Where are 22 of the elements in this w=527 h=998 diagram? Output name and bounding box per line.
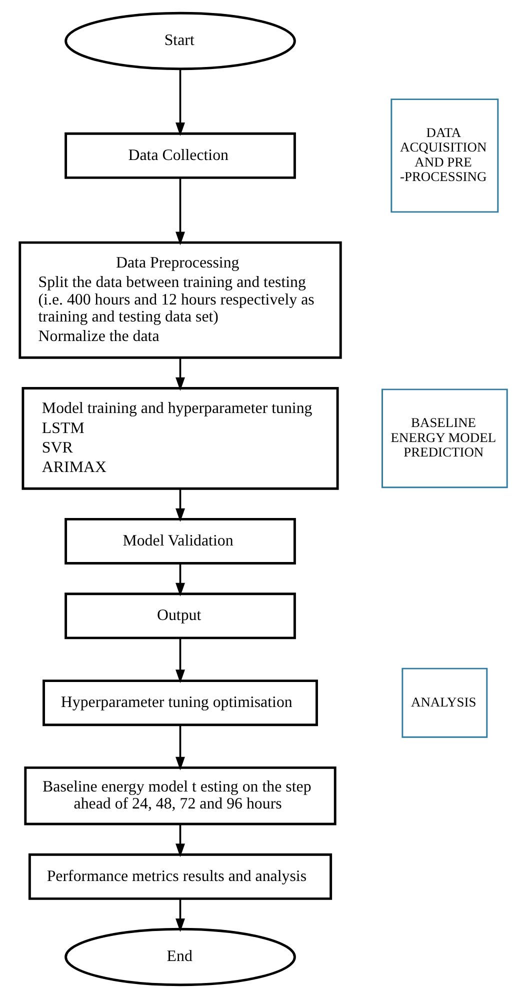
- arrow: [176, 638, 185, 684]
- node-ellipse: End: [64, 928, 296, 986]
- node-box: BASELINE ENERGY MODEL PREDICTION: [382, 388, 508, 488]
- arrow: [176, 68, 185, 136]
- node-box: Performance metrics results and analysis: [28, 853, 332, 900]
- arrow: [176, 824, 185, 858]
- arrow: [176, 488, 185, 522]
- node-box: Data Collection: [64, 132, 296, 179]
- node-box: Baseline energy model t esting on the step ahead of 24, 48, 72 and 96 hours: [24, 766, 336, 826]
- node-box: Model Validation: [64, 518, 296, 564]
- node-box: ANALYSIS: [402, 668, 488, 738]
- arrow: [176, 563, 185, 596]
- node-box: Data Preprocessing Split the data between training and testing (i.e. 400 hours and 12 hours respectively as training and testing data set) Normalize the data: [18, 241, 342, 359]
- node-box: Output: [64, 592, 296, 640]
- arrow: [176, 725, 185, 770]
- arrow: [176, 358, 185, 391]
- node-box: Hyperparameter tuning optimisation: [42, 680, 318, 726]
- node-box: DATA ACQUISITION AND PRE -PROCESSING: [390, 98, 499, 213]
- node-ellipse: Start: [64, 12, 296, 70]
- arrow: [176, 898, 185, 932]
- node-box: Model training and hyperparameter tuning LSTM SVR ARIMAX: [22, 387, 339, 490]
- arrow: [176, 178, 185, 246]
